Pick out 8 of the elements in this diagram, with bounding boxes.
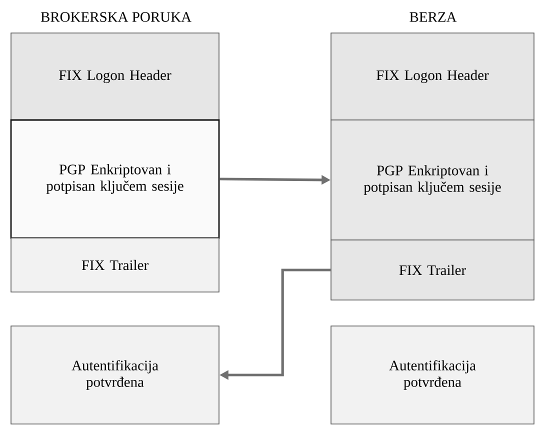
message-section-box: PGP Enkriptovan i potpisan ključem sesije	[10, 119, 220, 239]
message-section-box: Autentifikacija potvrđena	[10, 326, 220, 424]
message-section-box: FIX Logon Header	[330, 32, 534, 120]
message-section-box: FIX Logon Header	[10, 32, 220, 120]
message-section-box: FIX Trailer	[10, 238, 220, 292]
message-section-box: FIX Trailer	[330, 240, 534, 300]
message-section-box: PGP Enkriptovan i potpisan ključem sesije	[330, 120, 534, 240]
message-section-box: Autentifikacija potvrđena	[330, 326, 534, 424]
